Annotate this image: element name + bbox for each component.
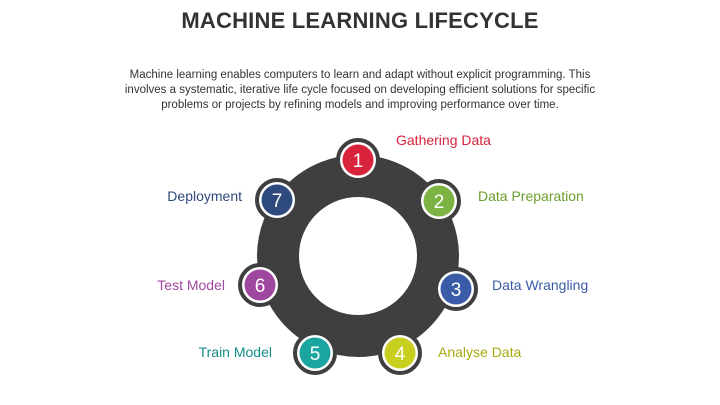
- step-5-marker-fill: [299, 337, 331, 369]
- step-2-label: Data Preparation: [478, 188, 584, 204]
- step-7-marker: 7: [255, 178, 299, 222]
- step-1-marker-fill: [342, 144, 374, 176]
- step-3-label: Data Wrangling: [492, 277, 589, 293]
- step-7-number: 7: [272, 191, 283, 212]
- step-3-marker: 3: [434, 267, 478, 311]
- step-2-marker: 2: [417, 179, 461, 223]
- step-2-number: 2: [434, 192, 445, 213]
- step-7-marker-fill: [261, 184, 293, 216]
- step-5-number: 5: [310, 344, 321, 365]
- step-1-number: 1: [353, 151, 364, 172]
- step-6-marker-fill: [244, 269, 276, 301]
- step-6-marker: 6: [238, 263, 282, 307]
- step-5-label: Train Model: [198, 344, 272, 360]
- page-title: MACHINE LEARNING LIFECYCLE: [181, 8, 539, 33]
- step-5-marker: 5: [293, 331, 337, 375]
- step-3-number: 3: [451, 280, 462, 301]
- step-4-marker: 4: [378, 331, 422, 375]
- lifecycle-ring: [257, 155, 459, 357]
- step-4-number: 4: [395, 344, 406, 365]
- step-7-label: Deployment: [167, 188, 242, 204]
- step-1-marker: 1: [336, 138, 380, 182]
- step-6-number: 6: [255, 276, 266, 297]
- step-4-marker-fill: [384, 337, 416, 369]
- step-3-marker-fill: [440, 273, 472, 305]
- step-6-label: Test Model: [157, 277, 225, 293]
- step-4-label: Analyse Data: [438, 344, 522, 360]
- step-2-marker-fill: [423, 185, 455, 217]
- description-text: Machine learning enables computers to le…: [124, 69, 596, 111]
- step-1-label: Gathering Data: [396, 132, 491, 148]
